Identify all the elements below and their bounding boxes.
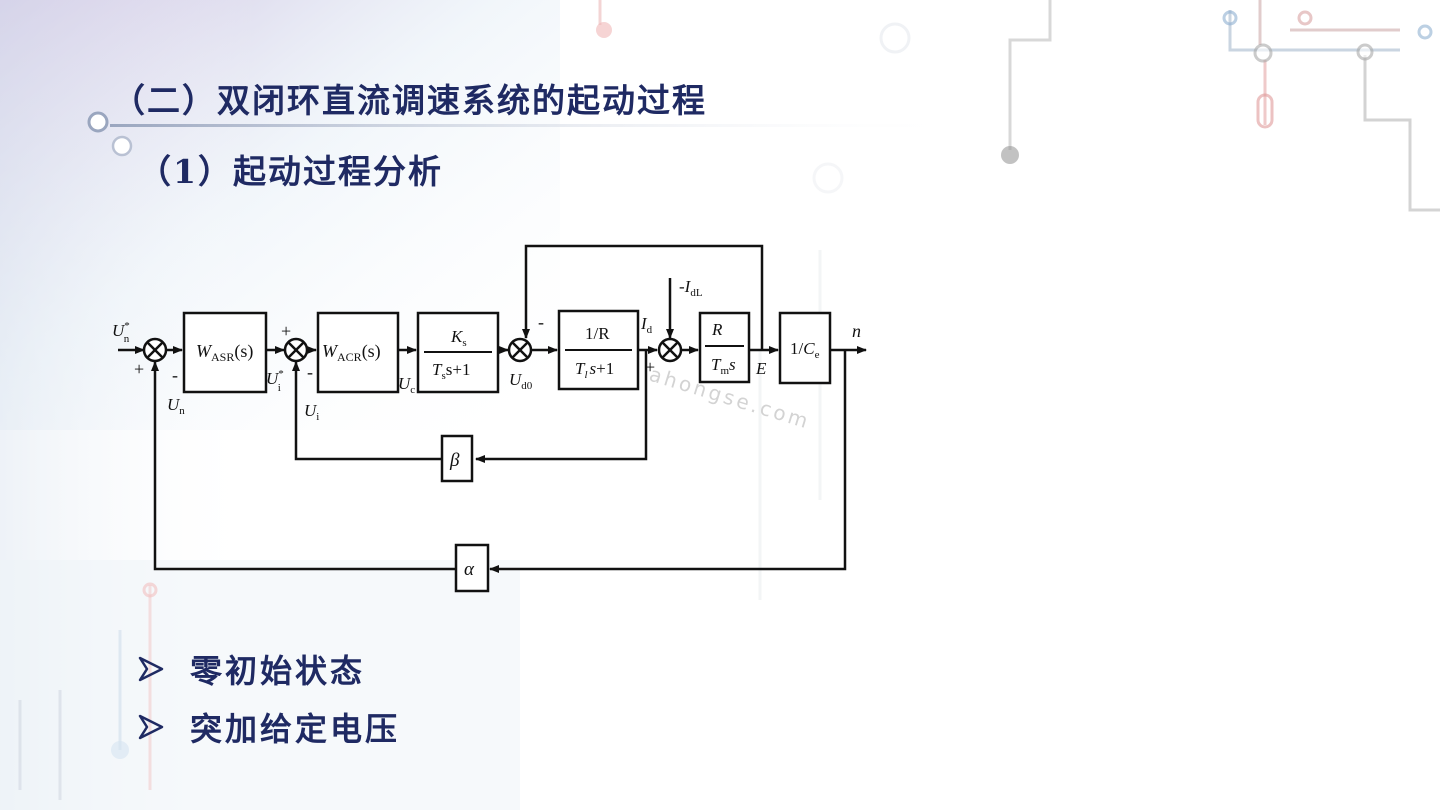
mechanical-numerator: R: [711, 320, 723, 339]
beta-block: [440, 434, 474, 483]
speed-summing-junction: [142, 337, 168, 363]
armature-numerator: 1/R: [585, 324, 610, 343]
armature-current-label: Id: [640, 314, 653, 336]
current-feedback-label: Ui: [304, 401, 319, 423]
section-subtitle: （1）起动过程分析: [138, 152, 443, 191]
minus-sign: -: [172, 365, 178, 385]
acr-block: [316, 311, 400, 394]
list-item: 零初始状态: [136, 640, 400, 698]
voltage-summing-junction: [507, 337, 533, 363]
alpha-block: [454, 543, 490, 593]
minus-sign: -: [307, 362, 313, 382]
arrowhead-bullet-icon: [138, 714, 164, 740]
asr-transfer-function: WASR(s): [196, 341, 253, 364]
output-voltage-label: Ud0: [509, 370, 533, 392]
converter-numerator: Ks: [450, 327, 467, 349]
plus-sign: +: [645, 357, 655, 377]
bullet-text: 零初始状态: [190, 652, 366, 690]
mechanical-denominator: Tms: [711, 355, 736, 377]
back-emf-label: E: [755, 359, 767, 378]
minus-sign: -: [538, 312, 544, 332]
speed-output-label: n: [852, 321, 861, 341]
converter-denominator: Tss+1: [432, 360, 470, 382]
control-voltage-label: Uc: [398, 374, 415, 396]
torque-summing-junction: [657, 337, 683, 363]
asr-block: [182, 311, 268, 394]
bullet-text: 突加给定电压: [190, 710, 401, 748]
current-reference-label: U*i: [266, 368, 284, 394]
speed-feedback-label: Un: [167, 395, 185, 417]
current-summing-junction: [283, 337, 309, 363]
plus-sign: +: [134, 359, 144, 379]
bullet-list: 零初始状态 突加给定电压: [136, 640, 400, 756]
alpha-gain: α: [464, 559, 475, 580]
mechanical-block: [698, 311, 751, 384]
speed-feedback-path: [489, 350, 847, 573]
emf-block: [778, 311, 832, 385]
beta-gain: β: [449, 450, 460, 471]
emf-transfer-function: 1/Ce: [790, 339, 820, 361]
current-feedback-return: [292, 361, 442, 461]
page-title: （二）双闭环直流调速系统的起动过程: [112, 81, 707, 120]
emf-feedback-path: [522, 244, 764, 350]
speed-reference-label: U*n: [112, 320, 130, 345]
arrowhead-bullet-icon: [138, 656, 164, 682]
acr-transfer-function: WACR(s): [322, 341, 381, 364]
list-item: 突加给定电压: [136, 698, 400, 756]
plus-sign: +: [281, 321, 291, 341]
current-feedback-path: [475, 350, 648, 463]
load-current-label: -IdL: [679, 277, 703, 299]
speed-feedback-return: [151, 361, 456, 571]
